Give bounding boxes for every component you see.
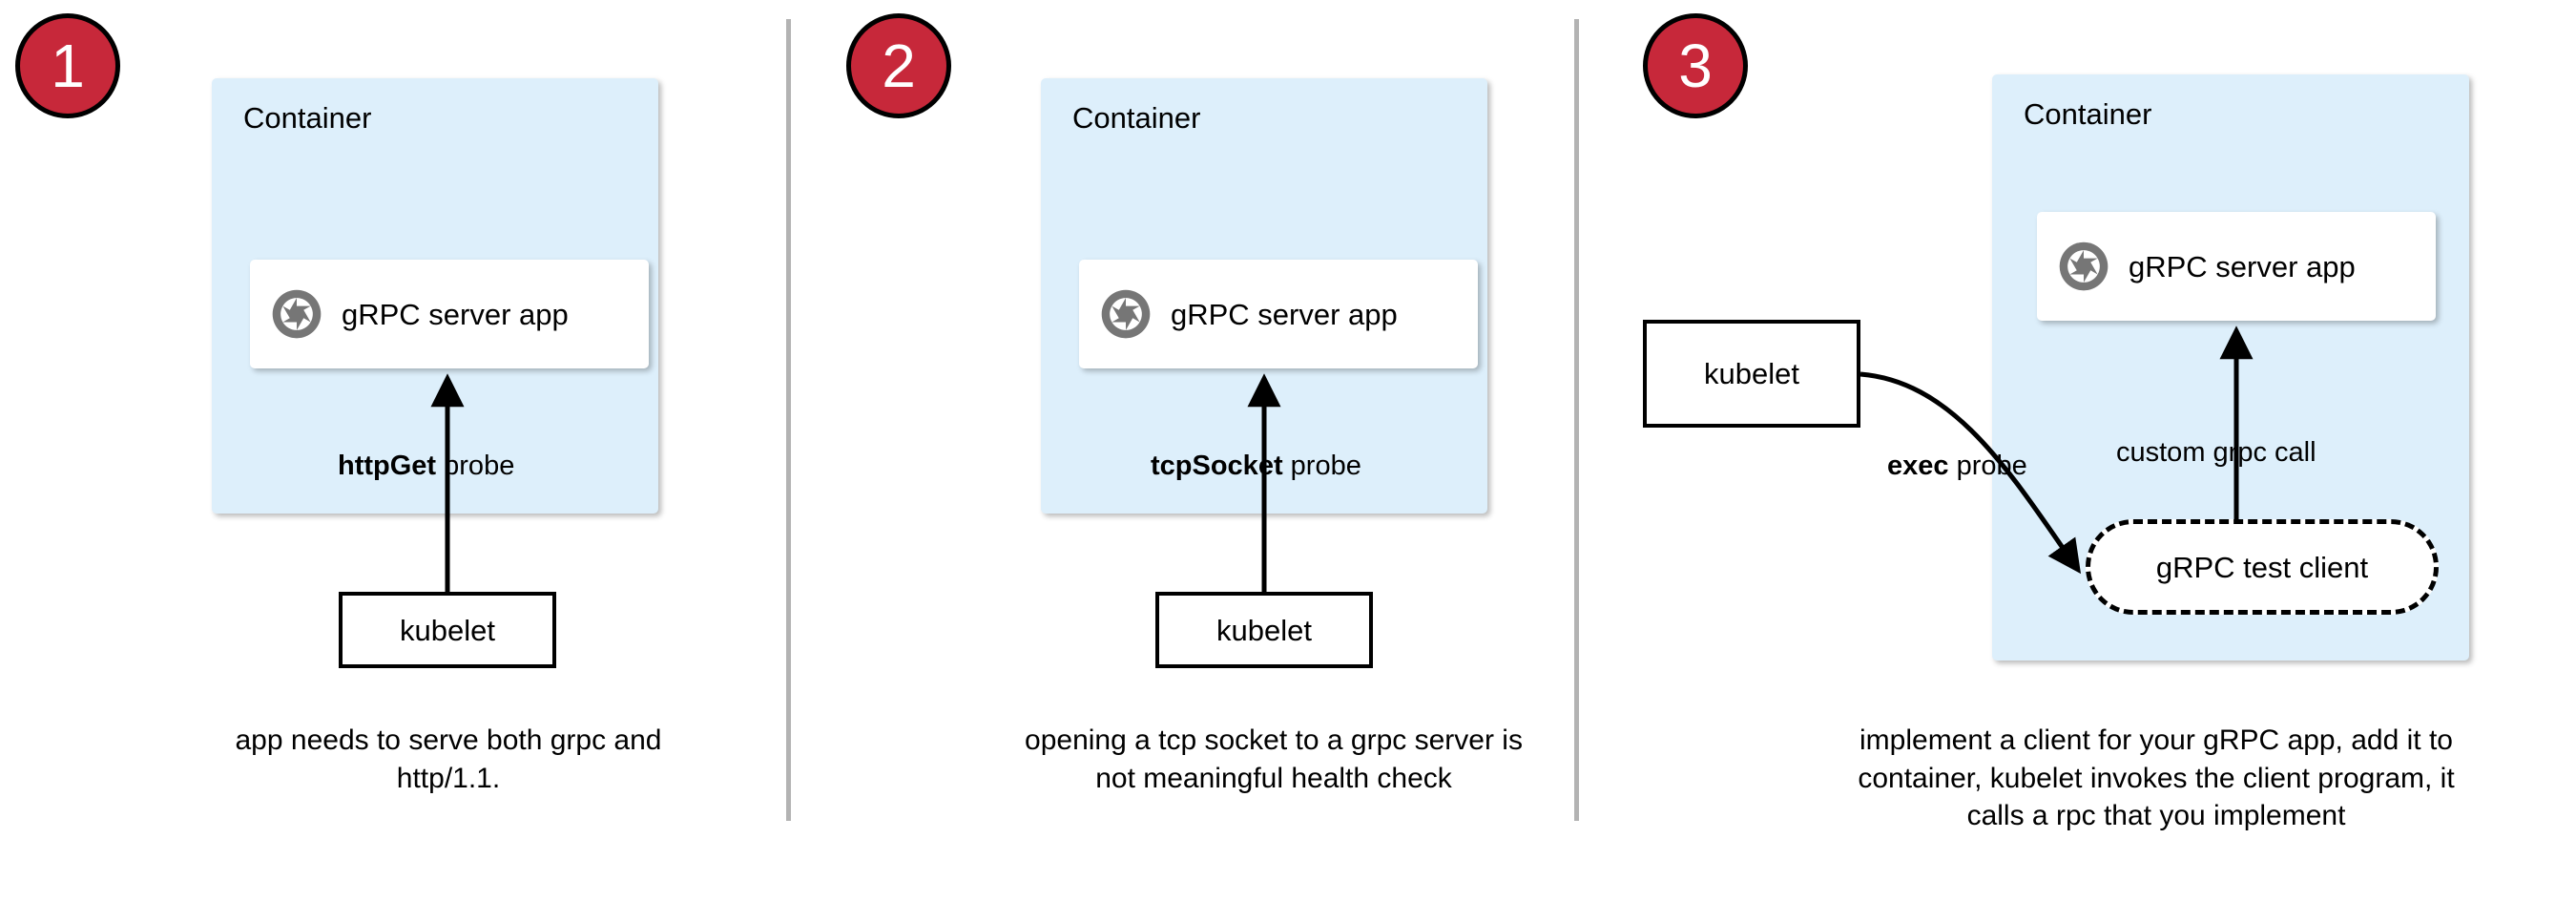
kubelet-label-3: kubelet bbox=[1704, 357, 1799, 390]
probe-label-2: tcpSocket probe bbox=[1151, 452, 1361, 480]
step-badge-1-number: 1 bbox=[51, 31, 85, 100]
grpc-server-app-card-1: gRPC server app bbox=[250, 260, 649, 368]
step-badge-1: 1 bbox=[15, 13, 120, 118]
panel-caption-2: opening a tcp socket to a grpc server is… bbox=[1025, 724, 1523, 794]
grpc-server-app-card-3: gRPC server app bbox=[2037, 212, 2436, 321]
grpc-server-app-label-1: gRPC server app bbox=[342, 297, 569, 331]
probe-label-1: httpGet probe bbox=[338, 452, 514, 480]
kubelet-label-2: kubelet bbox=[1216, 613, 1312, 647]
container-label-3: Container bbox=[2024, 97, 2152, 131]
container-label-1: Container bbox=[243, 101, 372, 135]
probe-label-1-suffix: probe bbox=[436, 451, 515, 481]
kubelet-label-1: kubelet bbox=[400, 613, 495, 647]
step-badge-3-number: 3 bbox=[1678, 31, 1713, 100]
panel-divider-1 bbox=[786, 19, 791, 821]
probe-label-2-suffix: probe bbox=[1282, 451, 1361, 481]
kubelet-box-2: kubelet bbox=[1155, 592, 1373, 668]
grpc-server-app-label-3: gRPC server app bbox=[2129, 249, 2356, 283]
grpc-aperture-icon bbox=[2059, 241, 2109, 291]
probe-label-3-type: exec bbox=[1887, 451, 1949, 481]
probe-label-2-type: tcpSocket bbox=[1151, 451, 1283, 481]
probe-label-3-suffix: probe bbox=[1948, 451, 2027, 481]
grpc-server-app-card-2: gRPC server app bbox=[1079, 260, 1478, 368]
step-badge-2: 2 bbox=[846, 13, 951, 118]
probe-label-3: exec probe bbox=[1887, 452, 2027, 480]
grpc-server-app-label-2: gRPC server app bbox=[1171, 297, 1398, 331]
grpc-test-client-box: gRPC test client bbox=[2086, 519, 2439, 615]
panel-divider-2 bbox=[1574, 19, 1579, 821]
panel-caption-1: app needs to serve both grpc and http/1.… bbox=[235, 724, 662, 794]
custom-grpc-call-label: custom grpc call bbox=[2116, 437, 2316, 468]
probe-label-1-type: httpGet bbox=[338, 451, 437, 481]
container-label-2: Container bbox=[1072, 101, 1201, 135]
kubelet-box-1: kubelet bbox=[339, 592, 556, 668]
grpc-test-client-label: gRPC test client bbox=[2155, 550, 2369, 584]
grpc-aperture-icon bbox=[272, 289, 322, 339]
kubelet-box-3: kubelet bbox=[1643, 320, 1860, 428]
step-badge-2-number: 2 bbox=[882, 31, 916, 100]
panel-caption-3: implement a client for your gRPC app, ad… bbox=[1858, 724, 2455, 832]
grpc-aperture-icon bbox=[1101, 289, 1151, 339]
step-badge-3: 3 bbox=[1643, 13, 1748, 118]
